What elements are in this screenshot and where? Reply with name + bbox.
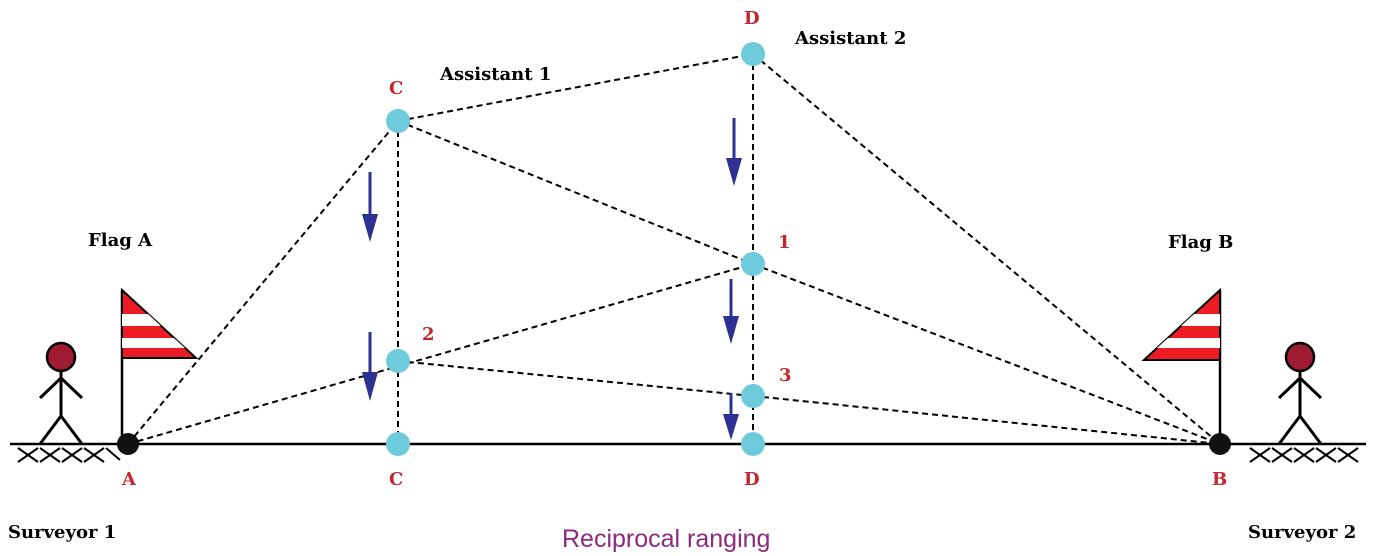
sight-lines	[127, 53, 1221, 445]
label-point-a: A	[121, 469, 137, 490]
point-b	[1209, 433, 1231, 455]
label-point-3: 3	[779, 365, 792, 386]
surveyor-2-figure	[1277, 341, 1323, 445]
arrow-d-middle	[723, 279, 739, 344]
label-assistant-1: Assistant 1	[439, 64, 551, 85]
point-c-ground	[386, 432, 410, 456]
arrow-d-upper	[726, 118, 742, 186]
point-1	[741, 252, 765, 276]
ground-hatch-left	[17, 447, 121, 463]
flag-b	[1141, 287, 1222, 444]
point-d-ground	[741, 432, 765, 456]
point-d-top	[741, 42, 765, 66]
point-2	[386, 349, 410, 373]
arrow-c-upper	[362, 172, 378, 242]
label-point-d-top: D	[744, 8, 760, 29]
ground-hatch-right	[1249, 447, 1359, 463]
label-flag-a: Flag A	[88, 230, 153, 251]
ranging-points	[117, 42, 1231, 456]
arrow-c-lower	[362, 332, 378, 401]
label-assistant-2: Assistant 2	[794, 28, 906, 49]
label-point-b: B	[1212, 469, 1227, 490]
flag-a	[120, 287, 199, 444]
label-point-2: 2	[422, 324, 435, 345]
point-a	[117, 433, 139, 455]
label-surveyor-1: Surveyor 1	[8, 522, 116, 543]
label-surveyor-2: Surveyor 2	[1248, 522, 1356, 543]
label-point-1: 1	[778, 232, 791, 253]
label-point-c-ground: C	[389, 469, 403, 490]
point-c-top	[386, 109, 410, 133]
point-3	[741, 384, 765, 408]
movement-arrows	[362, 118, 742, 440]
diagram-caption: Reciprocal ranging	[562, 525, 770, 553]
arrow-d-lower	[723, 393, 739, 440]
label-point-c-top: C	[389, 78, 403, 99]
surveyor-1-figure	[38, 341, 84, 445]
label-flag-b: Flag B	[1168, 232, 1233, 253]
label-point-d-ground: D	[744, 469, 760, 490]
